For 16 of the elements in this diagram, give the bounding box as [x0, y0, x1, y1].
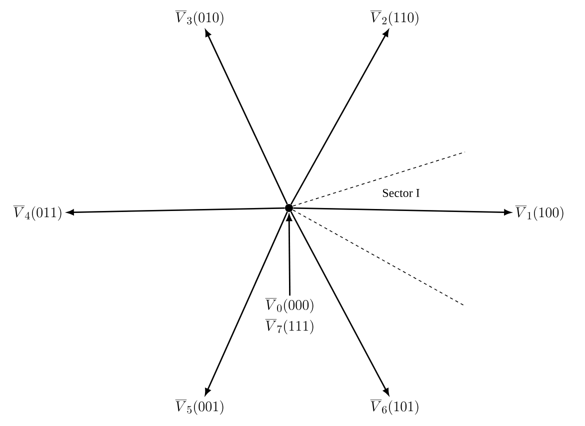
arrow — [290, 211, 390, 396]
arrow — [204, 212, 288, 396]
center-dot — [285, 204, 293, 212]
arrow — [286, 214, 292, 296]
vector-label: $\overline{V}_6(101)$ — [370, 400, 418, 415]
arrow — [67, 207, 285, 216]
sector-label: Sector I — [382, 188, 420, 198]
arrow — [290, 30, 389, 205]
zero-vector-label: $\overline{V}_0(000)$ $\overline{V}_7(111)$ — [265, 298, 314, 334]
arrow — [205, 30, 288, 204]
arrow — [293, 207, 511, 216]
vector-label: $\overline{V}_1(100)$ — [515, 206, 564, 221]
vector-label: $\overline{V}_4(011)$ — [13, 206, 62, 221]
vector-label: $\overline{V}_5(001)$ — [175, 400, 224, 415]
vector-label: $\overline{V}_3(010)$ — [175, 10, 224, 26]
vector-label: $\overline{V}_2(110)$ — [370, 10, 418, 26]
